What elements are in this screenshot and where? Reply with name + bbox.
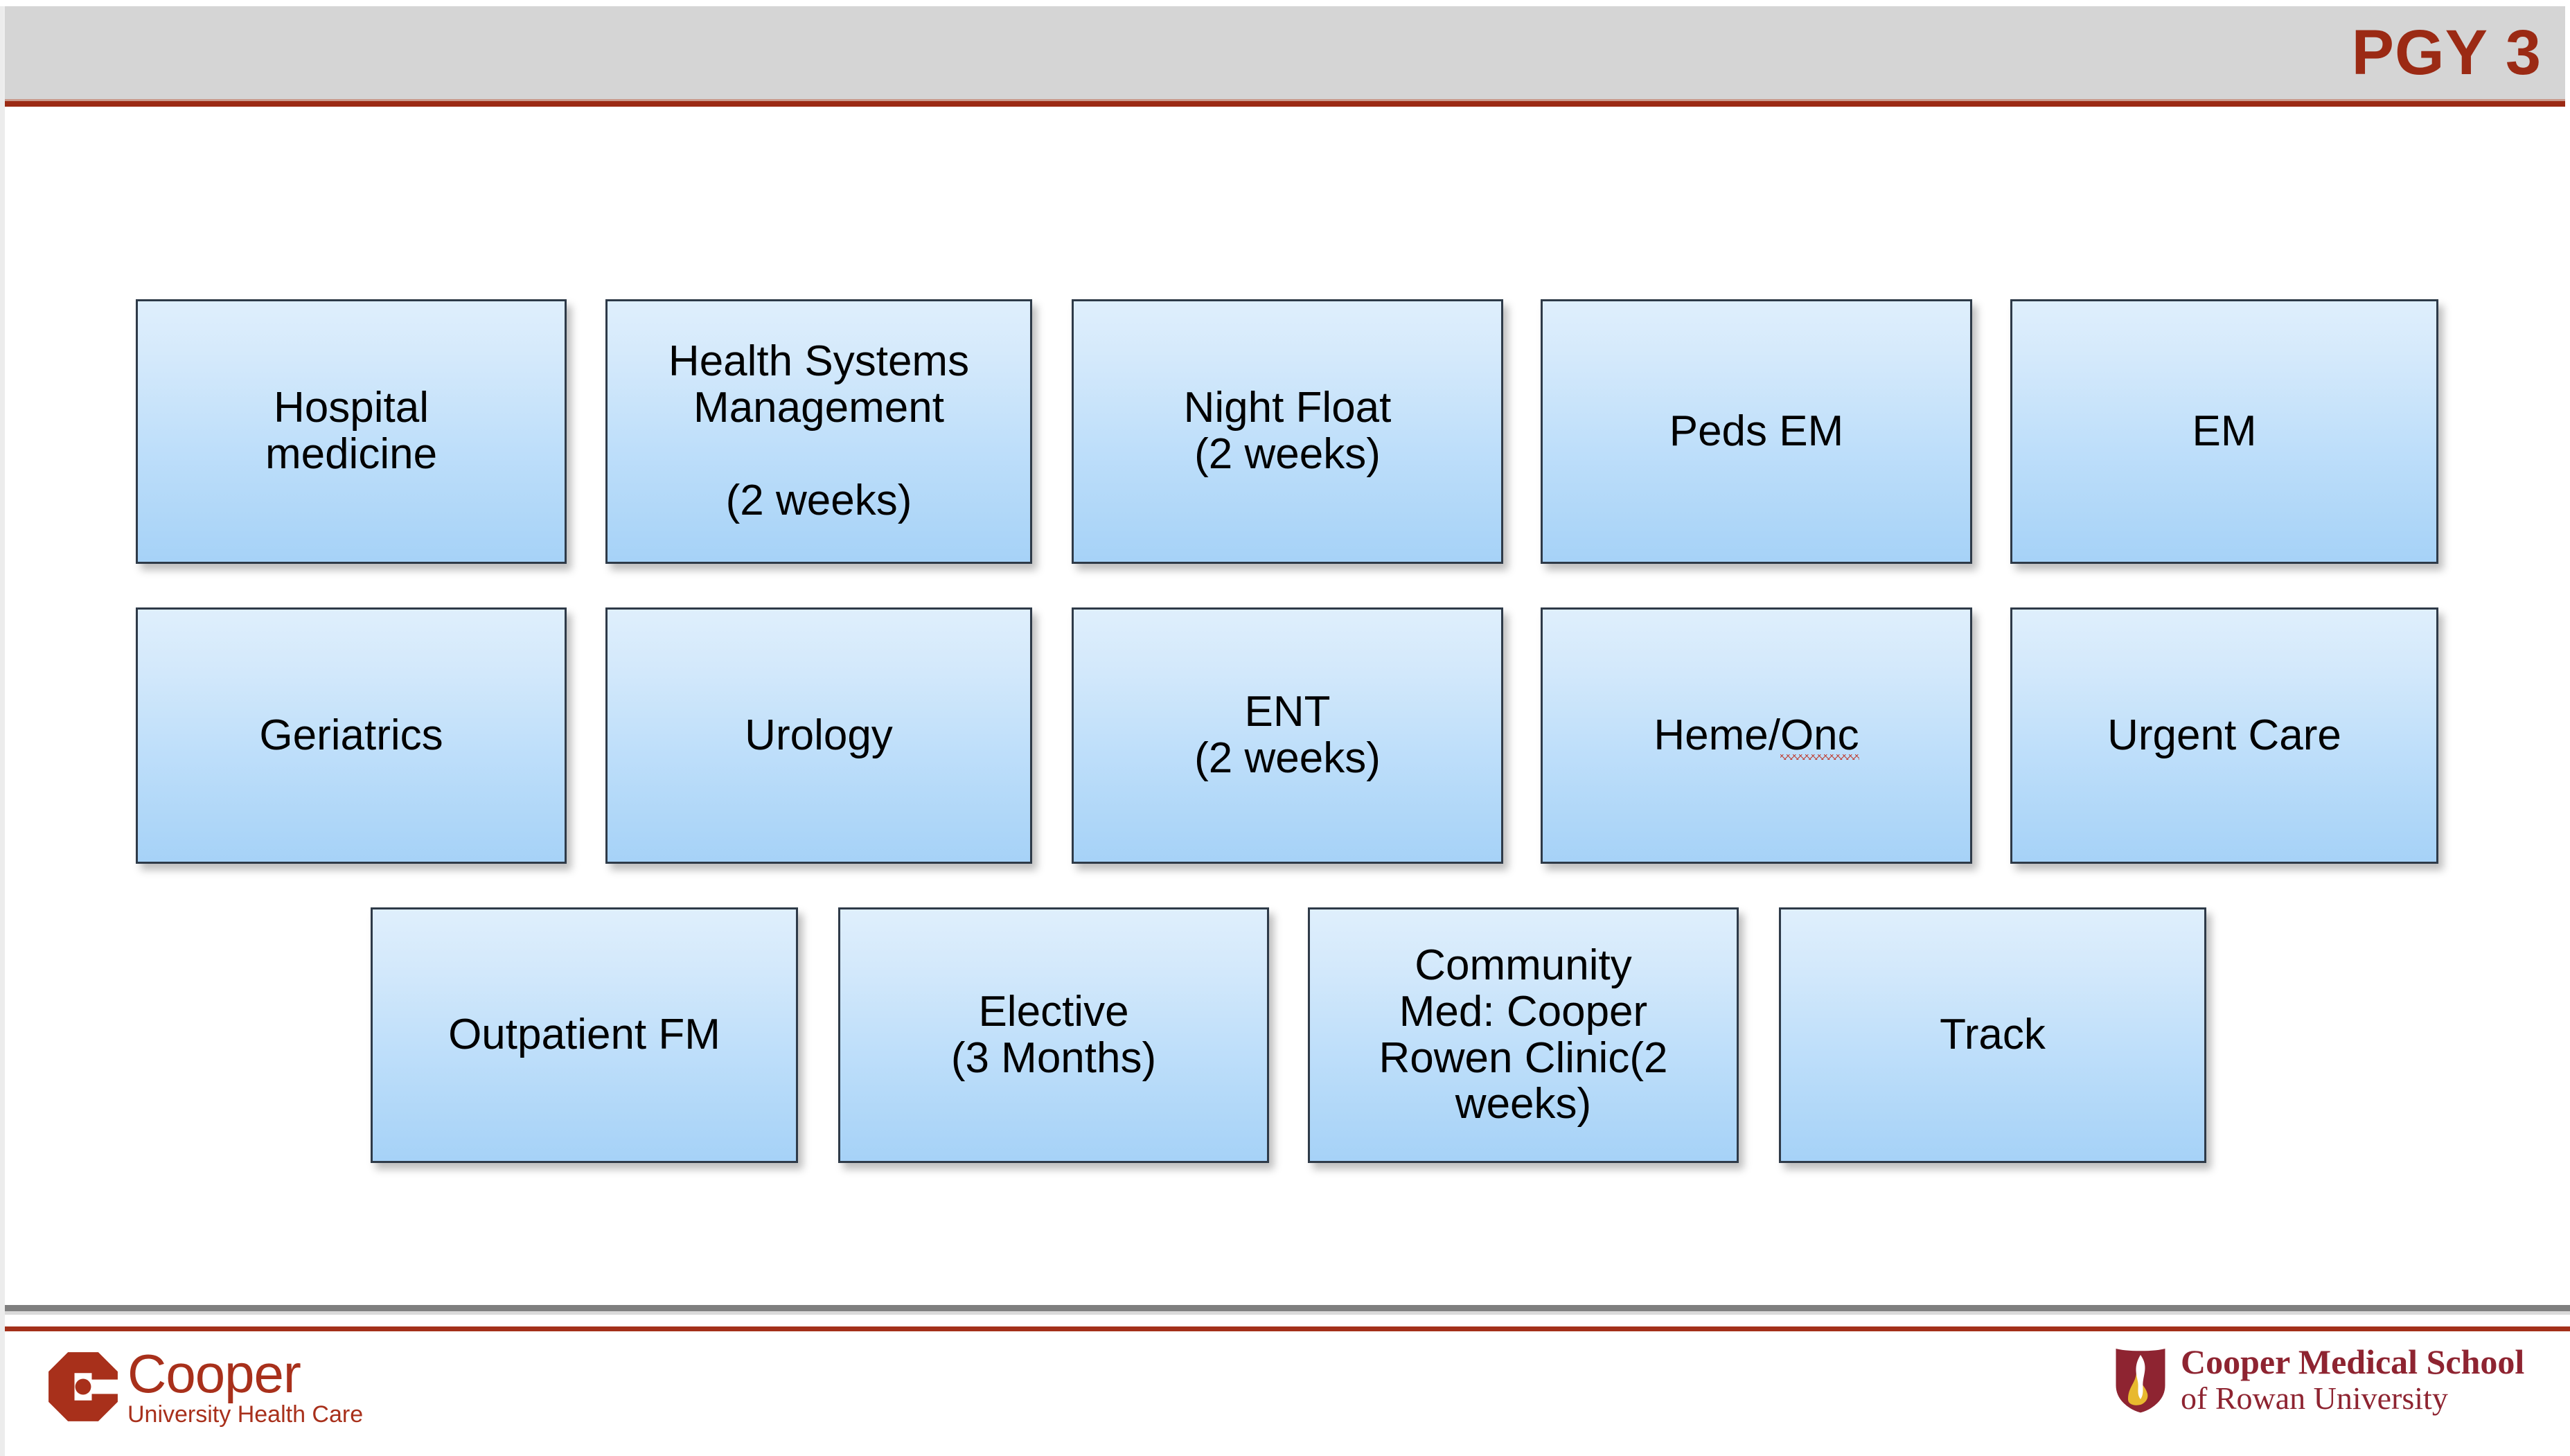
- slide-left-edge: [0, 6, 5, 1456]
- cmsru-wordmark-line1: Cooper Medical School: [2181, 1342, 2525, 1381]
- cooper-medical-school-rowan-logo: Cooper Medical School of Rowan Universit…: [2113, 1344, 2542, 1427]
- rotation-box-outpatient-fm[interactable]: Outpatient FM: [371, 907, 798, 1163]
- rotation-box-urgent-care[interactable]: Urgent Care: [2010, 607, 2438, 864]
- rotation-label: Elective (3 Months): [950, 987, 1157, 1082]
- rotation-box-heme-onc[interactable]: Heme/Onc: [1541, 607, 1972, 864]
- footer-divider-red: [5, 1326, 2570, 1331]
- cooper-wordmark-tagline: University Health Care: [127, 1401, 364, 1428]
- rotation-box-urology[interactable]: Urology: [605, 607, 1032, 864]
- rotation-box-em[interactable]: EM: [2010, 299, 2438, 564]
- cmsru-wordmark: Cooper Medical School of Rowan Universit…: [2181, 1344, 2524, 1415]
- cooper-university-health-care-logo: Cooper University Health Care: [47, 1343, 407, 1432]
- rotation-label: Night Float (2 weeks): [1183, 384, 1392, 478]
- rotation-label: Outpatient FM: [448, 1011, 720, 1059]
- rotation-box-night-float[interactable]: Night Float (2 weeks): [1072, 299, 1503, 564]
- rotation-label: ENT (2 weeks): [1194, 688, 1381, 782]
- rotation-label: Urology: [745, 711, 893, 759]
- page-title: PGY 3: [2351, 17, 2542, 88]
- rotation-box-community-med[interactable]: Community Med: Cooper Rowen Clinic(2 wee…: [1308, 907, 1739, 1163]
- rotation-box-peds-em[interactable]: Peds EM: [1541, 299, 1972, 564]
- rotation-label: Heme/Onc: [1550, 711, 1963, 761]
- cmsru-wordmark-line2: of Rowan University: [2181, 1380, 2448, 1416]
- header-rule-highlight: [5, 99, 2565, 102]
- rotation-label: Urgent Care: [2107, 711, 2341, 759]
- rotation-label: EM: [2192, 407, 2257, 455]
- cooper-octagon-c-icon: [47, 1351, 119, 1423]
- rotation-box-ent[interactable]: ENT (2 weeks): [1072, 607, 1503, 864]
- rotation-label: Hospital medicine: [265, 384, 438, 478]
- rotation-label-prefix: Heme/: [1654, 711, 1780, 759]
- footer-divider-gray-highlight: [5, 1311, 2570, 1315]
- rotation-label: Health Systems Management (2 weeks): [668, 337, 970, 524]
- rotation-label: Geriatrics: [259, 711, 443, 759]
- slide-header-band: PGY 3: [5, 6, 2565, 99]
- rotation-label: Track: [1940, 1011, 2046, 1059]
- rotation-box-elective[interactable]: Elective (3 Months): [838, 907, 1269, 1163]
- rotation-label: Peds EM: [1669, 407, 1844, 455]
- rotation-box-track[interactable]: Track: [1779, 907, 2206, 1163]
- footer-divider-gray: [5, 1305, 2570, 1311]
- rotation-box-health-systems-management[interactable]: Health Systems Management (2 weeks): [605, 299, 1032, 564]
- header-rule: [5, 101, 2565, 107]
- shield-flame-icon: [2113, 1344, 2168, 1416]
- rotation-box-geriatrics[interactable]: Geriatrics: [136, 607, 567, 864]
- rotation-box-hospital-medicine[interactable]: Hospital medicine: [136, 299, 567, 564]
- spellcheck-squiggle-underline: Onc: [1780, 711, 1859, 761]
- rotation-label: Community Med: Cooper Rowen Clinic(2 wee…: [1379, 941, 1668, 1128]
- cooper-wordmark: Cooper University Health Care: [127, 1343, 364, 1428]
- cooper-wordmark-primary: Cooper: [127, 1343, 301, 1404]
